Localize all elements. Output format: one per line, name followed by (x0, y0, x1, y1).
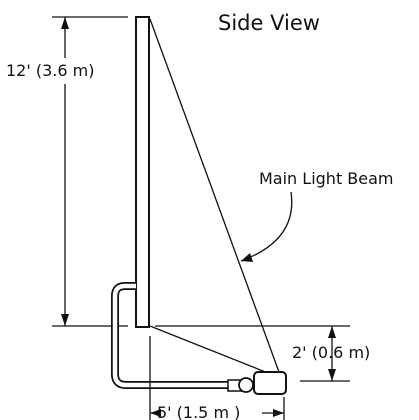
screen-panel (135, 16, 150, 328)
drop-arrow-top (328, 326, 336, 338)
drop-dimension-label: 2' (0.6 m) (292, 343, 370, 362)
beam-leader-arrow (241, 253, 253, 262)
height-arrow-top (61, 17, 69, 29)
drop-dimension: 2' (0.6 m) (155, 325, 370, 382)
main-light-beam (149, 18, 280, 373)
mount-tube-outline (111, 282, 228, 389)
height-arrow-bottom (61, 314, 69, 326)
beam-leader-line (240, 191, 293, 262)
mount-tube-fill (112, 283, 228, 388)
diagram-title: Side View (218, 11, 320, 35)
beam-label: Main Light Beam (259, 169, 394, 188)
projector-lens (238, 377, 254, 393)
drop-arrow-bottom (328, 369, 336, 381)
offset-dimension-label: 5' (1.5 m ) (157, 403, 240, 420)
offset-dimension: 5' (1.5 m ) (149, 336, 285, 420)
lower-light-beam (149, 325, 269, 374)
offset-arrow-right (273, 409, 284, 417)
projector-body (253, 371, 287, 395)
offset-arrow-left (150, 409, 161, 417)
height-dimension-label: 12' (3.6 m) (6, 61, 94, 80)
height-dimension: 12' (3.6 m) (6, 16, 128, 327)
